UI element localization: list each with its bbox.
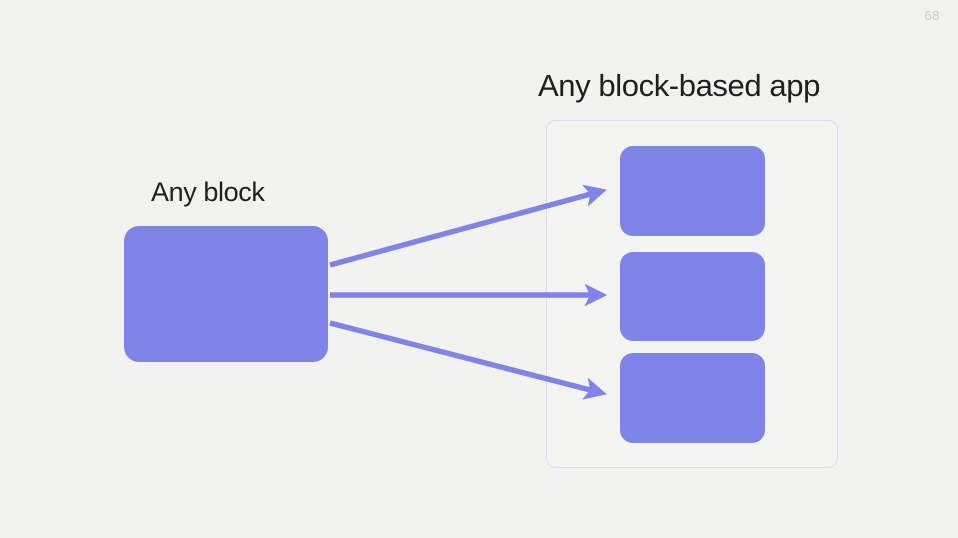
target-block-2	[620, 252, 765, 341]
target-block-3	[620, 353, 765, 443]
app-title: Any block-based app	[538, 68, 820, 103]
target-block-1	[620, 146, 765, 236]
page-number: 68	[924, 8, 940, 23]
arrow-to-block-3	[329, 320, 607, 400]
source-block	[124, 226, 328, 362]
arrow-to-block-1	[329, 184, 607, 268]
source-block-label: Any block	[151, 177, 265, 207]
